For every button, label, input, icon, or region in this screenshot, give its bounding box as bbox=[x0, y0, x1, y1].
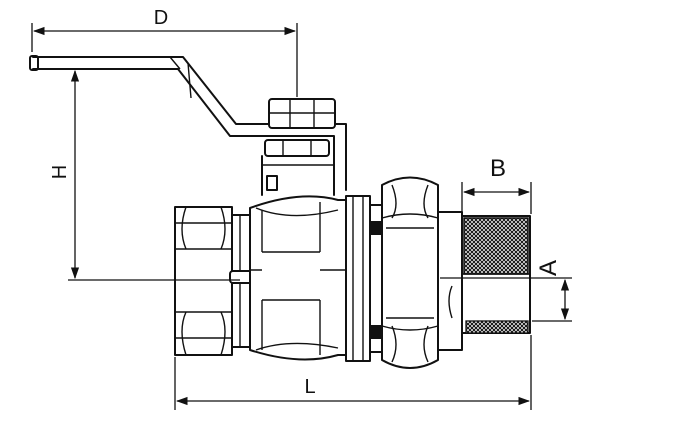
dimension-label-l: L bbox=[304, 376, 315, 398]
stop-pin bbox=[266, 175, 278, 191]
dimension-h: H bbox=[49, 69, 240, 281]
handle-tip bbox=[29, 55, 39, 71]
thread-lower bbox=[465, 320, 529, 334]
dimension-label-b: B bbox=[490, 155, 506, 182]
valve-body bbox=[249, 195, 347, 361]
valve-handle bbox=[29, 55, 347, 191]
flange-section bbox=[345, 195, 383, 362]
dimension-label-h: H bbox=[49, 165, 71, 179]
handle-lever-bottom-edge bbox=[32, 68, 335, 191]
male-thread-tailpiece bbox=[437, 211, 531, 351]
left-hex-end bbox=[174, 206, 254, 356]
dimension-d: D bbox=[31, 7, 298, 97]
packing-nut bbox=[264, 139, 330, 157]
dimension-b: B bbox=[461, 155, 532, 214]
stem-nut bbox=[261, 98, 336, 196]
dimension-a: A bbox=[440, 260, 572, 322]
dimension-label-a: A bbox=[535, 260, 562, 276]
handle-lever-top-edge bbox=[32, 56, 347, 191]
union-hex-nut bbox=[381, 176, 439, 369]
dimension-l: L bbox=[174, 335, 532, 410]
flange bbox=[345, 195, 371, 362]
dimension-label-d: D bbox=[154, 7, 168, 29]
thread-upper bbox=[463, 217, 529, 275]
